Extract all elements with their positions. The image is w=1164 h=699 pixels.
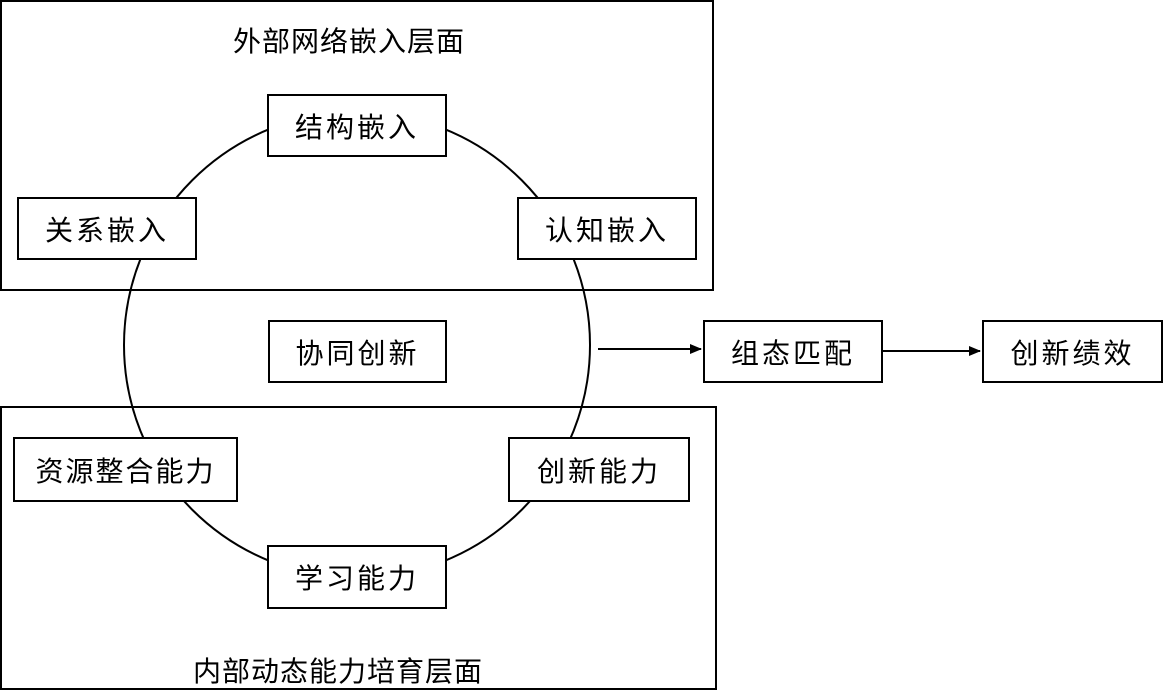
learning-capability-box: 学习能力 <box>267 545 447 609</box>
external-layer-frame <box>0 0 714 291</box>
cognitive-embedding-box: 认知嵌入 <box>517 197 697 260</box>
collaborative-innovation-box: 协同创新 <box>268 320 447 383</box>
configuration-matching-box: 组态匹配 <box>703 320 883 383</box>
innovation-performance-box: 创新绩效 <box>982 320 1163 383</box>
internal-layer-title: 内部动态能力培育层面 <box>193 655 484 688</box>
internal-layer-frame <box>0 406 717 690</box>
innovation-capability-box: 创新能力 <box>508 437 690 502</box>
resource-integration-capability-box: 资源整合能力 <box>13 437 238 502</box>
structural-embedding-box: 结构嵌入 <box>267 94 447 157</box>
external-layer-title: 外部网络嵌入层面 <box>233 25 466 58</box>
relational-embedding-box: 关系嵌入 <box>17 197 197 260</box>
